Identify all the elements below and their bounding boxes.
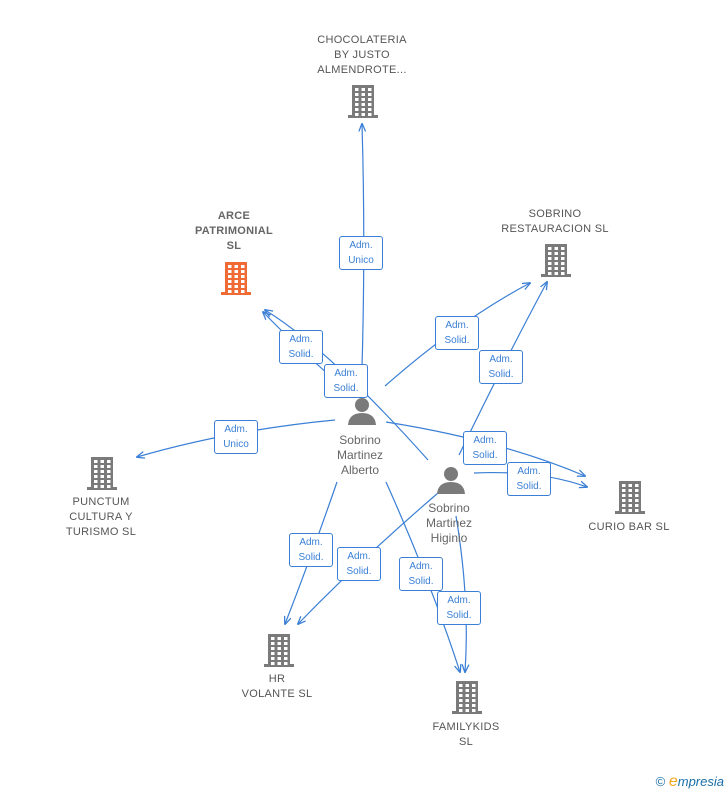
node-label-sobrino-restauracion[interactable]: SOBRINO RESTAURACION SL <box>501 208 609 235</box>
node-label-curio-bar[interactable]: CURIO BAR SL <box>588 521 670 533</box>
person-icon-alberto[interactable] <box>348 398 376 425</box>
edge-label-higinio-arce: Adm. Solid. <box>324 364 368 398</box>
node-label-arce-patrimonial[interactable]: ARCE PATRIMONIAL SL <box>194 210 274 252</box>
footer-brand[interactable]: © empresia <box>656 773 724 791</box>
building-icon-familykids[interactable] <box>452 681 482 714</box>
edge-label-alberto-familykids: Adm. Solid. <box>399 557 443 591</box>
edge-label-higinio-hr: Adm. Solid. <box>337 547 381 581</box>
node-label-higinio[interactable]: Sobrino Martinez Higinio <box>425 501 473 545</box>
copyright-icon: © <box>655 774 666 789</box>
empresia-logo-e: e <box>668 773 678 790</box>
empresia-logo-text: mpresia <box>677 774 724 789</box>
building-icon-chocolateria[interactable] <box>348 85 378 118</box>
edge-label-alberto-punctum: Adm. Unico <box>214 420 258 454</box>
node-label-hr-volante[interactable]: HR VOLANTE SL <box>241 673 313 700</box>
edge-label-alberto-chocolateria: Adm. Unico <box>339 236 383 270</box>
node-label-chocolateria[interactable]: CHOCOLATERIA BY JUSTO ALMENDROTE... <box>317 34 407 76</box>
node-label-familykids[interactable]: FAMILYKIDS SL <box>432 721 500 748</box>
edge-label-higinio-sobrino-rest: Adm. Solid. <box>479 350 523 384</box>
edge-label-alberto-sobrino-rest: Adm. Solid. <box>435 316 479 350</box>
building-icon-punctum[interactable] <box>87 457 117 490</box>
node-label-alberto[interactable]: Sobrino Martinez Alberto <box>336 433 384 477</box>
building-icon-hr[interactable] <box>264 634 294 667</box>
edge-label-alberto-curio: Adm. Solid. <box>463 431 507 465</box>
node-label-punctum[interactable]: PUNCTUM CULTURA Y TURISMO SL <box>65 496 137 538</box>
building-icon-sobrino-rest[interactable] <box>541 244 571 277</box>
person-icon-higinio[interactable] <box>437 467 465 494</box>
building-icon-curio[interactable] <box>615 481 645 514</box>
edge-label-alberto-arce: Adm. Solid. <box>279 330 323 364</box>
edge-label-higinio-curio: Adm. Solid. <box>507 462 551 496</box>
edge-label-alberto-hr: Adm. Solid. <box>289 533 333 567</box>
edge-label-higinio-familykids: Adm. Solid. <box>437 591 481 625</box>
building-icon-arce[interactable] <box>221 262 251 295</box>
